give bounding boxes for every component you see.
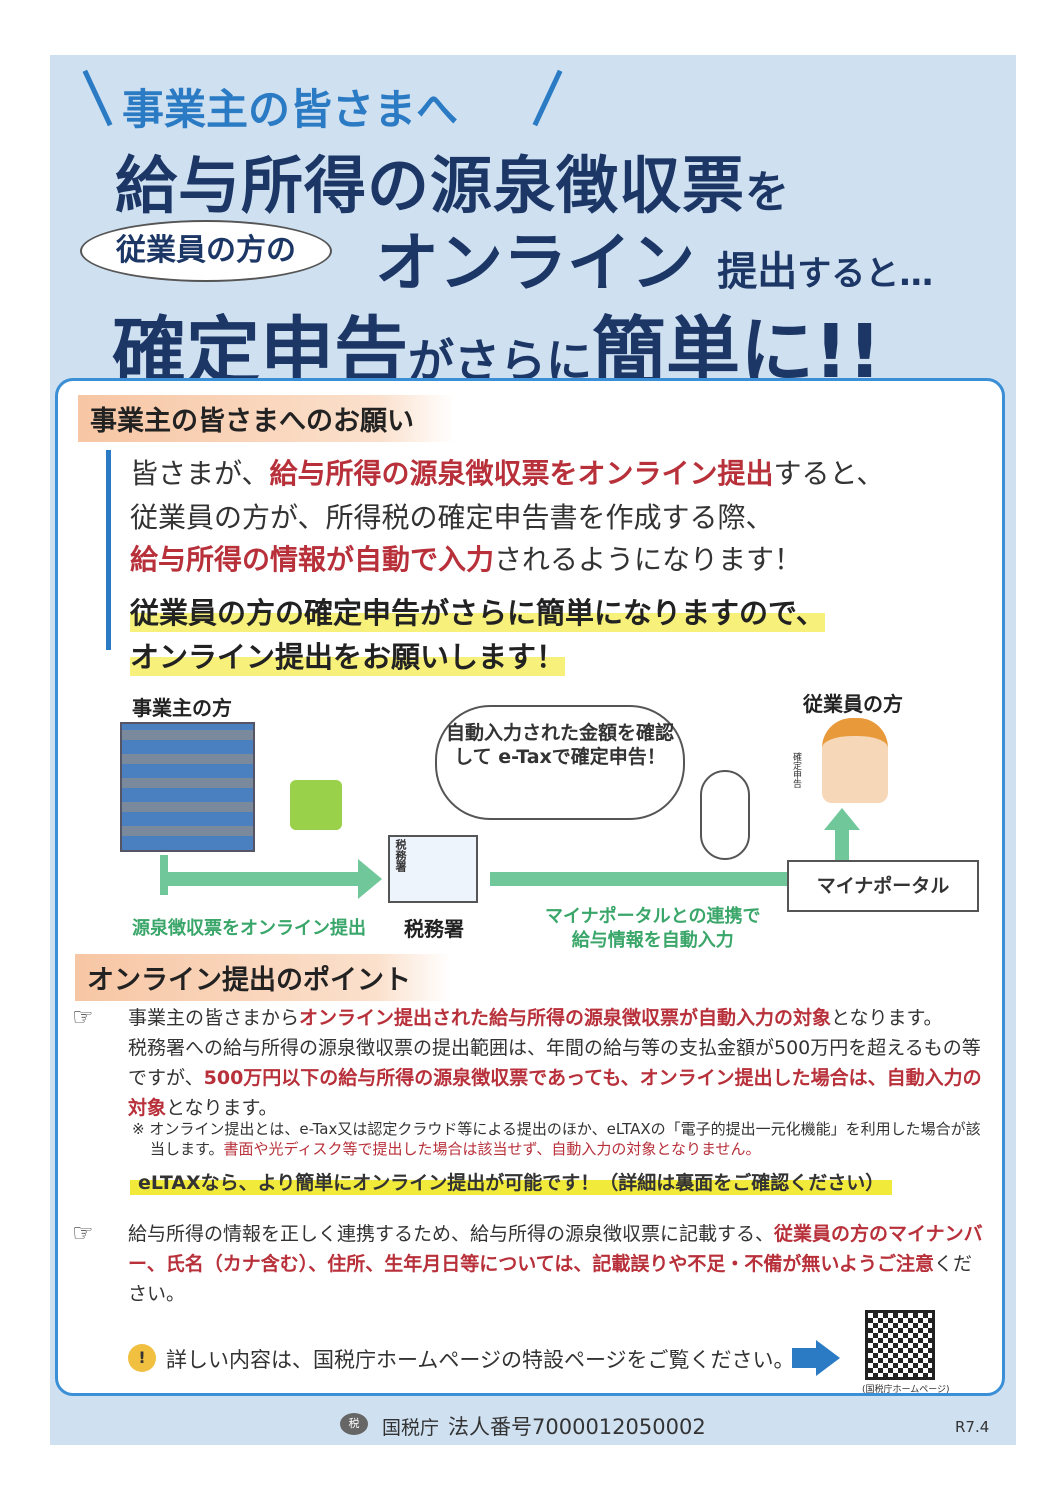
pointing-hand-icon: ☞ [72,1003,94,1031]
arrow2-label: マイナポータルとの連携で給与情報を自動入力 [545,906,761,951]
request-line-2: 従業員の方が、所得税の確定申告書を作成する際、 [130,501,774,534]
point-2: 給与所得の情報を正しく連携するため、給与所得の源泉徴収票に記載する、従業員の方の… [128,1223,983,1305]
arrow-right-icon [816,1340,840,1376]
qr-caption: (国税庁ホームページ) [862,1385,950,1395]
nta-logo-icon: 税 [340,1413,368,1435]
tax-office-label: 税務署 [404,917,464,941]
employee-label: 従業員の方 [803,692,903,716]
headline-1: 給与所得の源泉徴収票を [115,149,791,222]
addressee: 事業主の皆さまへ [122,85,459,134]
info-icon: ! [128,1344,156,1372]
arrow-line [835,828,849,860]
accent-bar [106,450,111,650]
office-building-icon [120,722,255,852]
arrow1-label: 源泉徴収票をオンライン提出 [132,918,366,939]
tax-office-icon: 税務署 [388,835,478,903]
arrow-line [792,1348,816,1368]
request-bold-1: 従業員の方の確定申告がさらに簡単になりますので、 [130,590,825,632]
mynaportal-box: マイナポータル [787,860,979,912]
rabbit-mascot-icon [700,770,750,860]
request-heading: 事業主の皆さまへのお願い [78,395,454,442]
qr-code[interactable] [865,1310,935,1380]
corp-number: 法人番号7000012050002 [448,1415,706,1439]
points-heading: オンライン提出のポイント [75,954,451,1001]
arrow-line [160,872,360,886]
thought-cloud: 自動入力された金額を確認して e-Taxで確定申告！ [435,705,685,820]
employee-person-icon [822,718,888,803]
point-1: 事業主の皆さまからオンライン提出された給与所得の源泉徴収票が自動入力の対象となり… [128,1007,982,1119]
agency-name: 国税庁 [382,1417,440,1439]
pointing-hand-icon: ☞ [72,1219,94,1247]
arrow-line [490,872,790,886]
headline-2: オンライン 提出すると… [375,227,934,301]
employee-bubble: 従業員の方の [80,220,332,282]
document-label: 確定申告 [791,752,801,788]
arrow-up-icon [824,808,860,830]
request-line-3: 給与所得の情報が自動で入力されるようになります！ [130,543,803,576]
info-text: 詳しい内容は、国税庁ホームページの特設ページをご覧ください。 [166,1348,795,1372]
eltax-note: eLTAXなら、より簡単にオンライン提出が可能です！（詳細は裏面をご確認ください… [130,1168,893,1195]
request-line-1: 皆さまが、給与所得の源泉徴収票をオンライン提出すると、 [130,457,885,490]
request-bold-2: オンライン提出をお願いします！ [130,634,566,676]
point-1-note: ※ オンライン提出とは、e-Tax又は認定クラウド等による提出のほか、eLTAX… [132,1120,981,1158]
version: R7.4 [955,1418,990,1436]
etax-mascot-icon [290,780,342,830]
employer-label: 事業主の方 [132,696,232,720]
arrow-head-icon [358,859,382,899]
